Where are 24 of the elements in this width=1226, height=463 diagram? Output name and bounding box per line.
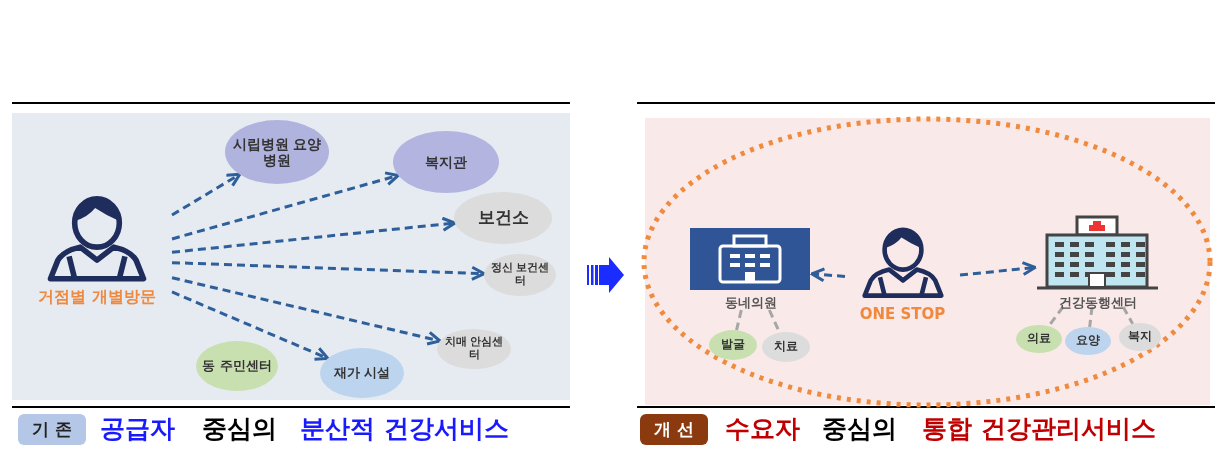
arrow [959,261,1037,277]
arrow [171,276,442,346]
connector-line [1121,306,1134,325]
badge: 개 선 [640,414,708,445]
node-label: 거점별 개별방문 [37,287,157,309]
arrow [171,171,400,241]
subtitle-text: 공급자 [100,413,175,445]
badge: 기 존 [18,414,86,445]
subtitle-text: 수요자 [725,413,800,445]
arrow [810,267,846,283]
arrow [171,172,242,217]
connector-line [1047,306,1065,328]
connector-line [1088,306,1094,328]
arrow [171,290,330,361]
node-label: ONE STOP [858,305,947,324]
subtitle-text: 통합 건강관리서비스 [922,413,1156,445]
node-label: 건강동행센터 [1057,294,1138,312]
connector-line [735,309,743,331]
subtitle-text: 중심의 [822,413,897,445]
subtitle-text: 중심의 [202,413,277,445]
arrow [171,261,486,281]
subtitle-text: 분산적 건강서비스 [300,413,509,445]
node-label: 동네의원 [724,294,778,312]
arrow [171,216,457,254]
